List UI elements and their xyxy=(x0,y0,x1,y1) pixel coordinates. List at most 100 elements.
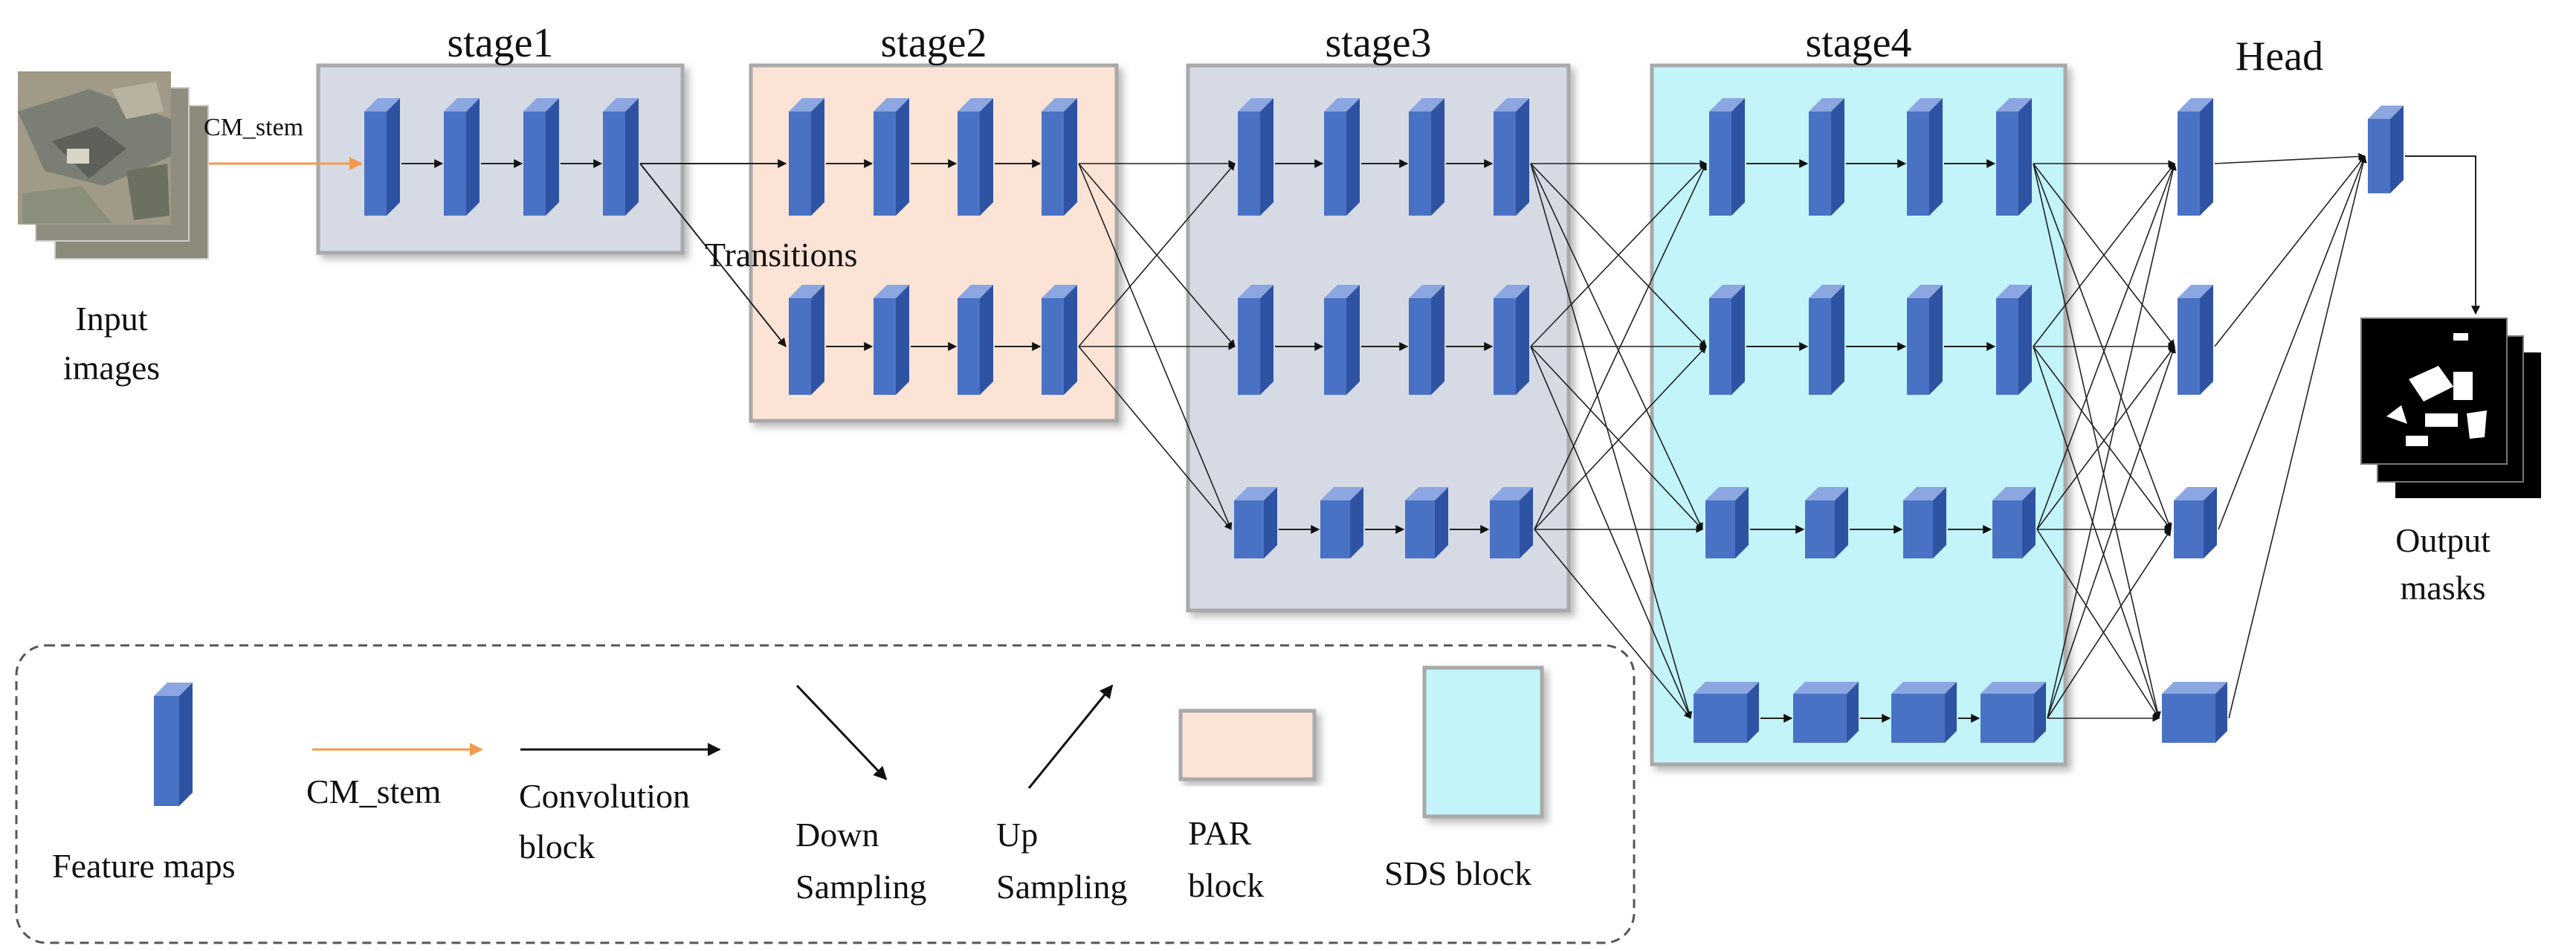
feature-map-block xyxy=(364,98,400,216)
head-feature-map xyxy=(2178,98,2213,216)
head-fusion-line xyxy=(2218,155,2366,530)
feature-map-block xyxy=(874,98,909,216)
feature-map-block xyxy=(1409,98,1444,216)
feature-map-block xyxy=(1234,487,1277,558)
feature-map-block xyxy=(1494,98,1529,216)
down-sampling-line xyxy=(1530,163,1693,719)
head-fusion-line xyxy=(2214,155,2366,347)
feature-map-block xyxy=(958,98,993,216)
head-feature-map xyxy=(2174,487,2217,558)
feature-map-block xyxy=(789,98,824,216)
feature-map-block xyxy=(1793,682,1859,743)
down-sampling-line xyxy=(1530,346,1703,530)
stage-backgrounds xyxy=(316,63,2067,767)
feature-map-block xyxy=(1320,487,1363,558)
feature-map-block xyxy=(1238,285,1274,395)
legend-up-sampling-label-line2: Sampling xyxy=(996,868,1127,906)
up-sampling-line xyxy=(2047,163,2177,719)
head-fusion-line xyxy=(2214,152,2366,164)
down-sampling-line xyxy=(639,163,787,347)
down-sampling-line xyxy=(1530,346,1691,719)
input-label-line2: images xyxy=(63,349,160,387)
legend-convolution-label-line2: block xyxy=(519,828,595,865)
legend-feature-maps-label: Feature maps xyxy=(52,847,236,885)
stage2-title: stage2 xyxy=(880,20,987,66)
feature-map-block xyxy=(1324,285,1360,395)
legend-cm-stem-label: CM_stem xyxy=(306,773,442,810)
feature-map-block xyxy=(789,285,824,395)
connections xyxy=(178,152,2480,723)
feature-map-block xyxy=(1809,98,1844,216)
head-fusion-line xyxy=(2228,155,2367,719)
feature-map-block xyxy=(1324,98,1360,216)
feature-map-block xyxy=(603,98,639,216)
head-title: Head xyxy=(2236,33,2323,80)
legend-par-swatch xyxy=(1178,709,1317,781)
legend-down-sampling-label-line2: Sampling xyxy=(795,868,926,906)
legend-convolution-label-line1: Convolution xyxy=(519,777,690,815)
legend-feature-map-block xyxy=(154,683,193,806)
down-sampling-line xyxy=(2033,346,2160,719)
transitions-label: Transitions xyxy=(705,236,857,274)
feature-maps xyxy=(364,98,2404,743)
down-sampling-line xyxy=(2033,346,2172,530)
feature-map-block xyxy=(1405,487,1448,558)
down-sampling-line xyxy=(1534,529,1691,719)
feature-map-block xyxy=(1903,487,1946,558)
feature-map-block xyxy=(874,285,909,395)
output-mask-tile xyxy=(2360,317,2508,465)
cm-stem-label: CM_stem xyxy=(204,114,303,141)
input-images xyxy=(18,71,209,259)
legend-sds-label: SDS block xyxy=(1384,854,1531,892)
legend-up-sampling-label-line1: Up xyxy=(996,816,1038,854)
feature-map-block xyxy=(1992,487,2036,558)
up-sampling-line xyxy=(1534,163,1707,530)
up-sampling-line xyxy=(2036,163,2176,530)
legend-par-label-line2: block xyxy=(1188,866,1264,904)
feature-map-block xyxy=(1705,487,1749,558)
feature-map-block xyxy=(1490,487,1533,558)
legend-box xyxy=(15,644,1636,944)
legend-feature-map-icon xyxy=(154,683,193,806)
feature-map-block xyxy=(1709,285,1745,395)
feature-map-block xyxy=(1694,682,1759,743)
head-feature-map xyxy=(2162,682,2227,743)
output-label-line2: masks xyxy=(2401,569,2486,607)
stage4-title: stage4 xyxy=(1805,20,1911,66)
up-sampling-line xyxy=(2047,529,2172,719)
feature-map-block xyxy=(958,285,993,395)
up-sampling-line xyxy=(2033,163,2175,347)
up-sampling-line xyxy=(1534,346,1707,530)
feature-map-block xyxy=(1891,682,1957,743)
feature-map-block xyxy=(1809,285,1844,395)
feature-map-block xyxy=(523,98,559,216)
head-feature-map xyxy=(2178,285,2213,395)
legend-down-sampling-arrow xyxy=(795,684,888,781)
feature-map-block xyxy=(1996,98,2032,216)
up-sampling-line xyxy=(1530,163,1707,347)
legend-sds-swatch xyxy=(1422,665,1544,819)
output-masks xyxy=(2360,317,2541,498)
legend: Feature maps CM_stem Convolution block D… xyxy=(15,644,1636,944)
legend-up-sampling-arrow xyxy=(1027,684,1114,789)
feature-map-block xyxy=(1907,285,1943,395)
output-arrow xyxy=(2405,155,2480,315)
feature-map-block xyxy=(1238,98,1274,216)
feature-map-block xyxy=(1709,98,1745,216)
legend-down-sampling-label-line1: Down xyxy=(795,816,879,854)
output-label-line1: Output xyxy=(2395,521,2491,559)
stage1-title: stage1 xyxy=(447,20,553,66)
feature-map-block xyxy=(1981,682,2046,743)
feature-map-block xyxy=(1805,487,1848,558)
fused-feature-map xyxy=(2368,106,2404,193)
input-image-tile xyxy=(18,71,171,225)
down-sampling-line xyxy=(1078,346,1232,530)
up-sampling-line xyxy=(2047,346,2176,719)
up-sampling-line xyxy=(1078,163,1236,347)
input-label-line1: Input xyxy=(75,300,147,338)
legend-par-label-line1: PAR xyxy=(1188,814,1252,852)
down-sampling-line xyxy=(2033,163,2161,719)
feature-map-block xyxy=(1042,98,1077,216)
feature-map-block xyxy=(1996,285,2032,395)
